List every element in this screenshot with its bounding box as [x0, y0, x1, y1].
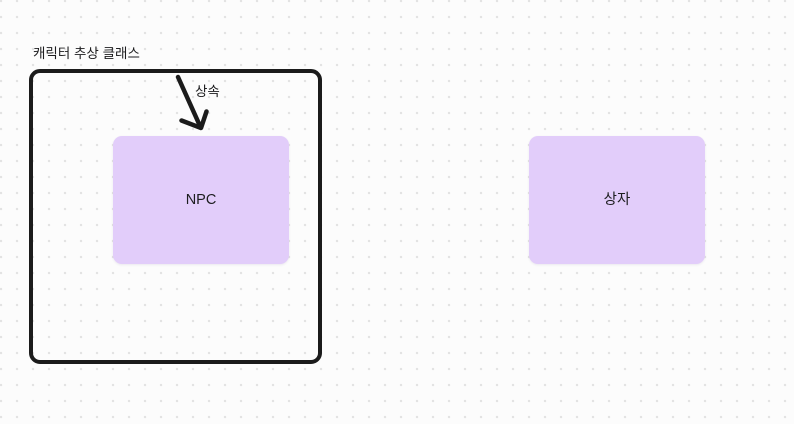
node-npc[interactable]: NPC: [113, 136, 289, 264]
node-box-label: 상자: [603, 191, 631, 208]
inheritance-arrow-label[interactable]: 상속: [195, 84, 220, 99]
abstract-class-frame[interactable]: [29, 69, 322, 364]
node-box[interactable]: 상자: [529, 136, 705, 264]
node-npc-label: NPC: [185, 191, 217, 208]
frame-title[interactable]: 캐릭터 추상 클래스: [33, 46, 140, 61]
